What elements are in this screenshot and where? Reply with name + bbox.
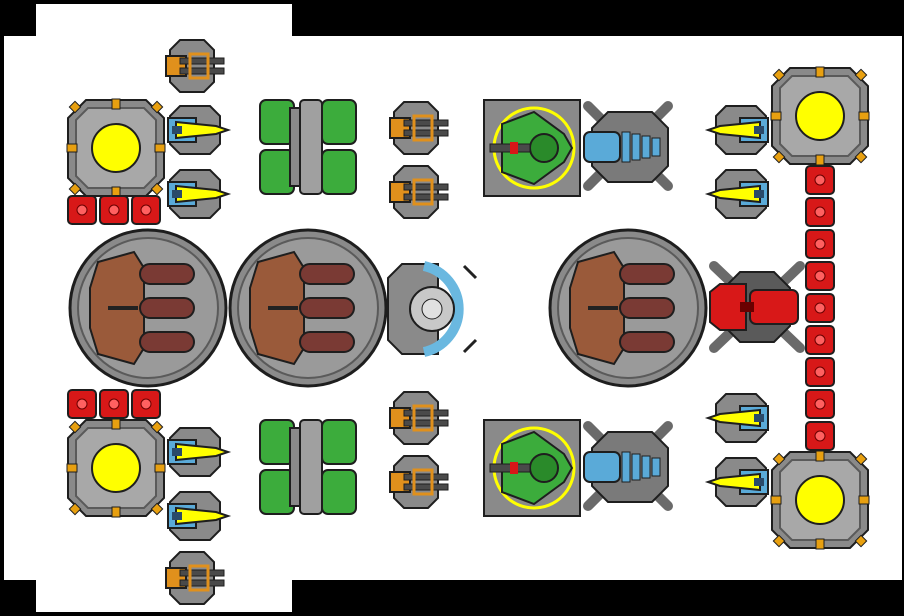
armor-block-9 — [805, 229, 835, 259]
mass-driver-3[interactable] — [548, 228, 708, 388]
armor-block-11 — [805, 293, 835, 323]
plasma-launcher-1[interactable] — [583, 101, 673, 191]
reactor-core-icon — [91, 123, 141, 173]
autocannon-5[interactable] — [389, 455, 449, 509]
laser-turret-5[interactable] — [704, 105, 769, 155]
engine-2[interactable] — [259, 419, 357, 515]
laser-turret-7[interactable] — [704, 393, 769, 443]
reactor-core-icon — [795, 475, 845, 525]
laser-turret-2[interactable] — [167, 169, 232, 219]
armor-block-7 — [805, 165, 835, 195]
gravity-gun-2[interactable] — [483, 419, 581, 517]
engine-1[interactable] — [259, 99, 357, 195]
reactor-4[interactable] — [770, 450, 870, 550]
armor-block-5 — [99, 389, 129, 419]
reactor-1[interactable] — [66, 98, 166, 198]
reactor-2[interactable] — [66, 418, 166, 518]
reactor-core-icon — [91, 443, 141, 493]
laser-turret-4[interactable] — [167, 491, 232, 541]
armor-block-2 — [99, 195, 129, 225]
armor-block-3 — [131, 195, 161, 225]
autocannon-1[interactable] — [165, 39, 225, 93]
mass-driver-1[interactable] — [68, 228, 228, 388]
armor-block-4 — [67, 389, 97, 419]
armor-block-6 — [131, 389, 161, 419]
laser-turret-1[interactable] — [167, 105, 232, 155]
laser-turret-6[interactable] — [704, 169, 769, 219]
armor-block-8 — [805, 197, 835, 227]
armor-block-1 — [67, 195, 97, 225]
reactor-3[interactable] — [770, 66, 870, 166]
armor-block-15 — [805, 421, 835, 451]
autocannon-2[interactable] — [389, 101, 449, 155]
reactor-core-icon — [795, 91, 845, 141]
mass-driver-2[interactable] — [228, 228, 388, 388]
plasma-launcher-2[interactable] — [583, 421, 673, 511]
armor-block-14 — [805, 389, 835, 419]
laser-turret-8[interactable] — [704, 457, 769, 507]
armor-block-12 — [805, 325, 835, 355]
autocannon-3[interactable] — [389, 165, 449, 219]
laser-turret-3[interactable] — [167, 427, 232, 477]
armor-block-10 — [805, 261, 835, 291]
heavy-cannon[interactable] — [709, 261, 805, 353]
autocannon-6[interactable] — [165, 551, 225, 605]
gravity-gun-1[interactable] — [483, 99, 581, 197]
shield-generator[interactable] — [387, 261, 478, 357]
armor-block-13 — [805, 357, 835, 387]
autocannon-4[interactable] — [389, 391, 449, 445]
